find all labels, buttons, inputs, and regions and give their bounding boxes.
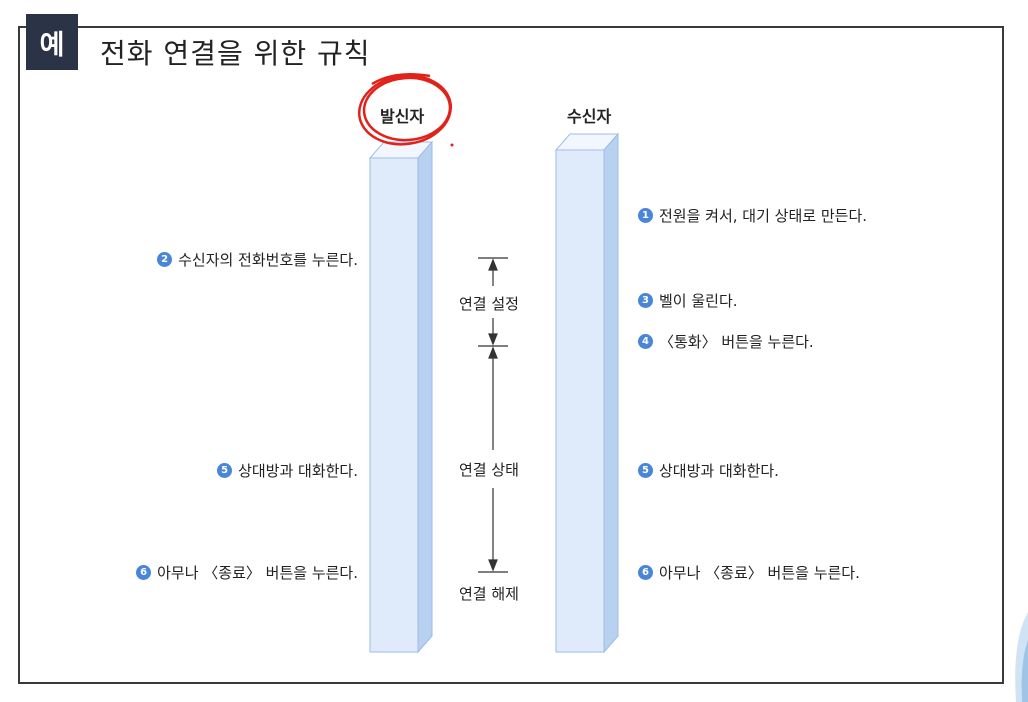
caller-highlight-circle xyxy=(357,73,453,146)
phase-setup-label: 연결 설정 xyxy=(457,290,521,317)
step-number-icon: 5 xyxy=(217,463,233,478)
receiver-heading: 수신자 xyxy=(567,107,612,126)
example-badge: 예 xyxy=(26,14,78,70)
step-number-icon: 6 xyxy=(638,565,653,580)
red-dot xyxy=(450,143,454,147)
step-text: 수신자의 전화번호를 누른다. xyxy=(178,251,358,269)
step-text: 상대방과 대화한다. xyxy=(238,462,358,480)
step-number-icon: 6 xyxy=(136,565,152,580)
receiver-step-1: 1 전원을 켜서, 대기 상태로 만든다. xyxy=(638,205,867,226)
step-number-icon: 5 xyxy=(638,463,653,478)
diagram-frame xyxy=(18,26,1004,684)
step-number-icon: 3 xyxy=(638,293,653,308)
caller-heading: 발신자 xyxy=(380,107,425,126)
step-text: 상대방과 대화한다. xyxy=(659,462,779,480)
step-text: 전원을 켜서, 대기 상태로 만든다. xyxy=(659,207,868,225)
page-title: 전화 연결을 위한 규칙 xyxy=(100,37,371,70)
step-text: 〈통화〉 버튼을 누른다. xyxy=(659,333,814,351)
step-text: 벨이 울린다. xyxy=(659,292,738,310)
corner-decoration xyxy=(1015,612,1028,702)
phase-release-label: 연결 해제 xyxy=(457,580,521,607)
caller-step-5: 5 상대방과 대화한다. xyxy=(217,460,358,481)
phase-state-label: 연결 상태 xyxy=(457,456,521,483)
step-number-icon: 4 xyxy=(638,334,653,349)
phase-brackets xyxy=(478,257,508,573)
receiver-step-4: 4 〈통화〉 버튼을 누른다. xyxy=(638,331,814,352)
caller-pillar xyxy=(368,140,434,654)
receiver-step-6: 6 아무나 〈종료〉 버튼을 누른다. xyxy=(638,562,860,583)
caller-step-6: 6 아무나 〈종료〉 버튼을 누른다. xyxy=(136,562,358,583)
receiver-step-3: 3 벨이 울린다. xyxy=(638,290,738,311)
caller-step-2: 2 수신자의 전화번호를 누른다. xyxy=(157,249,358,270)
step-text: 아무나 〈종료〉 버튼을 누른다. xyxy=(157,564,358,582)
step-number-icon: 2 xyxy=(157,252,173,267)
receiver-pillar xyxy=(554,132,620,654)
step-number-icon: 1 xyxy=(638,208,653,223)
step-text: 아무나 〈종료〉 버튼을 누른다. xyxy=(659,564,860,582)
receiver-step-5: 5 상대방과 대화한다. xyxy=(638,460,779,481)
